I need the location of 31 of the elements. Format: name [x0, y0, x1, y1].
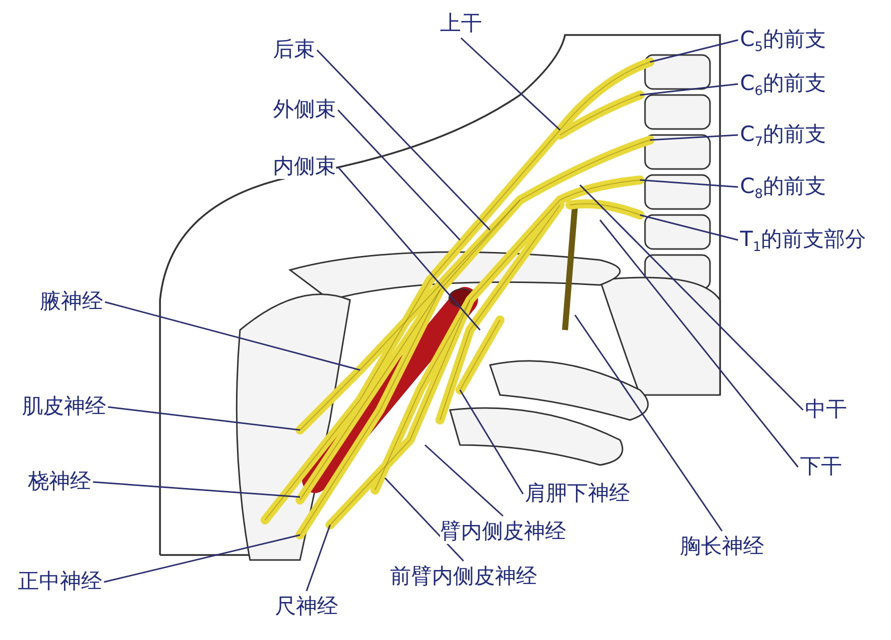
leader-line [104, 534, 300, 583]
leader-line [640, 83, 738, 96]
leader-line [640, 214, 738, 241]
nerve-label: 前臂内侧皮神经 [390, 563, 537, 589]
nerve-label: 内侧束 [273, 153, 336, 179]
leader-line [108, 406, 300, 431]
nerve-label: 外侧束 [273, 96, 336, 122]
nerve-label: 肩胛下神经 [525, 480, 630, 506]
leader-line [337, 109, 461, 241]
leader-line [650, 39, 738, 63]
leader-line [316, 49, 491, 231]
nerve-label: 肌皮神经 [22, 393, 106, 419]
nerve-label: 胸长神经 [680, 533, 764, 559]
nerve-label: 腋神经 [40, 288, 103, 314]
nerve-label: 正中神经 [18, 568, 102, 594]
leader-line [650, 134, 738, 141]
leader-line [337, 166, 481, 330]
leader-line [424, 444, 504, 517]
nerve-label: 臂内侧皮神经 [440, 518, 566, 544]
leader-line [104, 301, 360, 371]
leader-line [579, 184, 804, 411]
leader-line [459, 390, 524, 494]
leader-line [640, 179, 738, 188]
leader-line [92, 481, 300, 498]
nerve-label: 尺神经 [275, 593, 338, 619]
leader-line [599, 220, 799, 468]
nerve-label: 桡神经 [28, 468, 91, 494]
leader-line [460, 37, 560, 131]
leader-line [384, 477, 464, 562]
leader-line [574, 314, 723, 532]
leader-line [306, 524, 331, 592]
